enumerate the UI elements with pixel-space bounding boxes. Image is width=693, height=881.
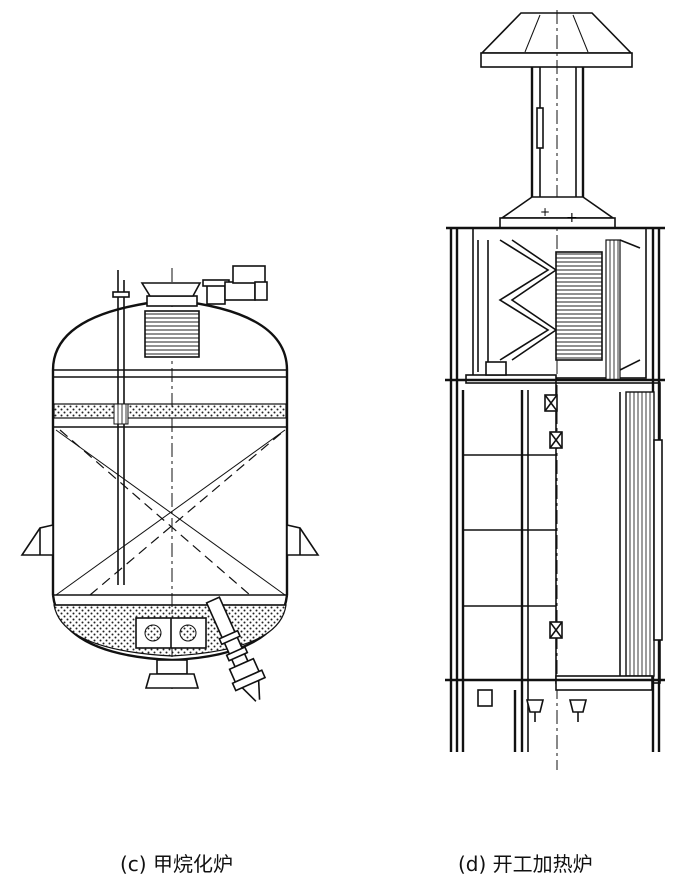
methanation-reactor-drawing (20, 265, 320, 702)
startup-heater-drawing: + + (445, 10, 665, 770)
svg-text:+: + (540, 205, 550, 219)
caption-startup-heater: (d) 开工加热炉 (458, 852, 593, 876)
svg-text:+: + (566, 210, 578, 226)
caption-methanation-reactor: (c) 甲烷化炉 (120, 852, 233, 876)
